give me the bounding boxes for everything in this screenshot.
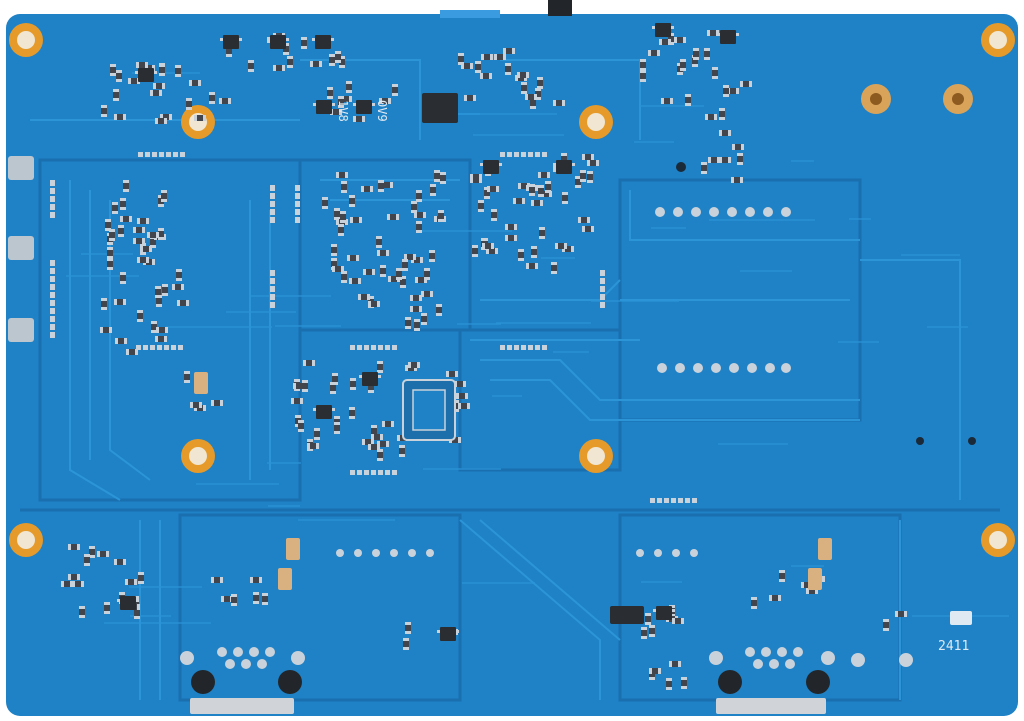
silk-1v8: 1V8: [336, 100, 350, 122]
pin-header-mid: [657, 363, 791, 373]
rf-pads: [861, 84, 973, 114]
smd-components: [50, 23, 907, 690]
silk-logo-box: [950, 611, 972, 625]
top-switch: [548, 0, 572, 16]
ethernet-jack-right: [709, 647, 913, 714]
silkscreen: 1V8 0V9 2411: [336, 100, 972, 654]
ethernet-jack-left: [180, 647, 305, 714]
left-edge-pads: [8, 156, 34, 342]
silk-date-code: 2411: [938, 639, 969, 654]
dark-vias: [676, 162, 976, 445]
ic-chips: [402, 93, 644, 624]
top-edge-strip: [440, 10, 500, 18]
silk-0v9: 0V9: [375, 100, 389, 122]
pin-header-bottom: [336, 549, 698, 557]
ic-qfn: [402, 379, 456, 441]
board-substrate: [6, 14, 1018, 716]
routing-traces: [30, 59, 1009, 700]
ic-diode: [610, 606, 644, 624]
ic-pmic: [422, 93, 458, 123]
pin-header-top: [655, 207, 791, 217]
